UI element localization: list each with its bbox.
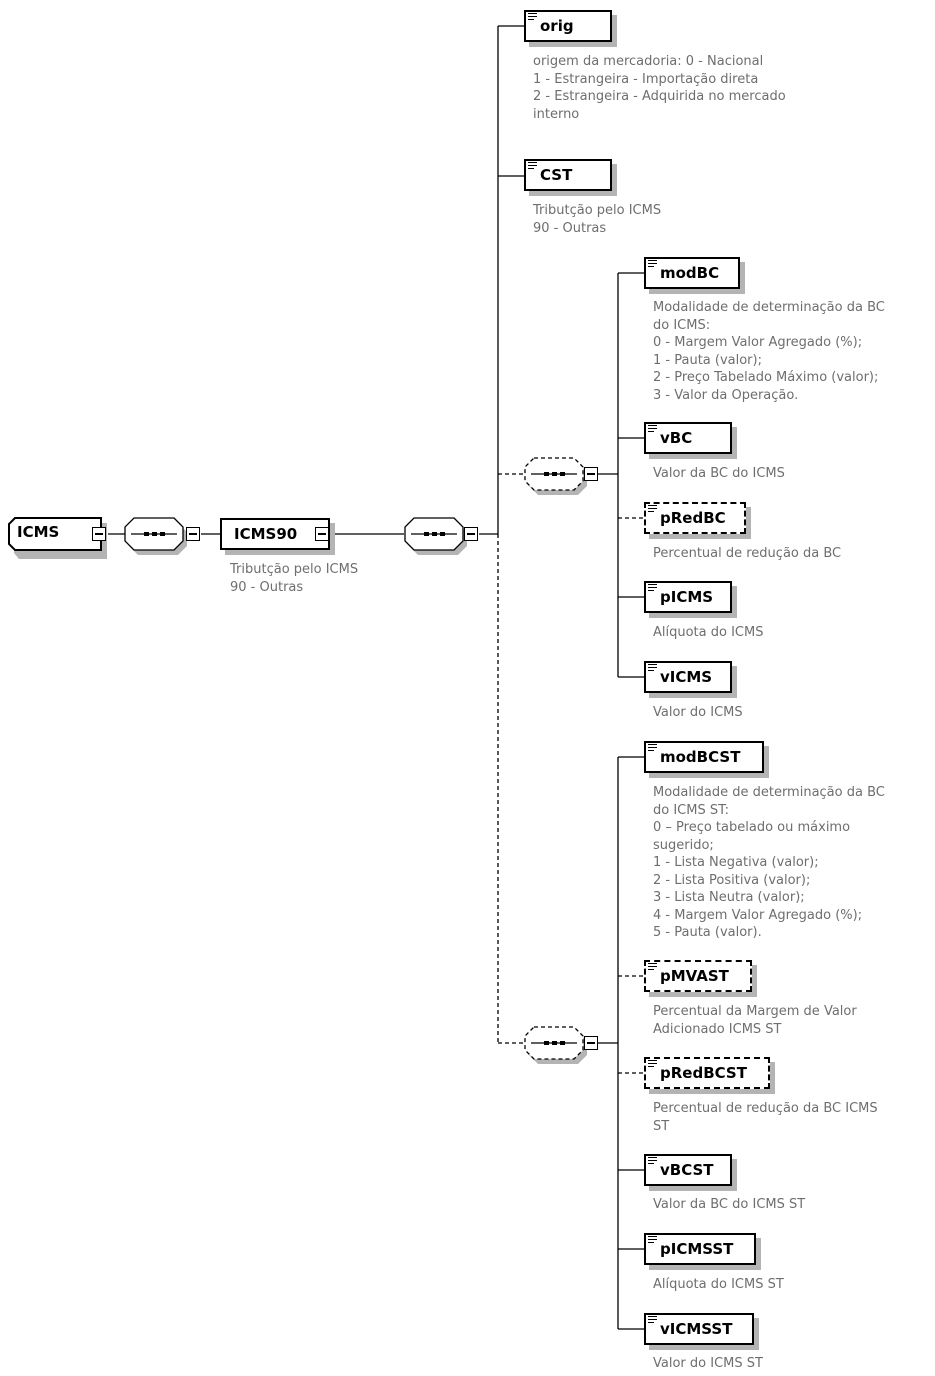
sequence-compositor-optional-1 (524, 457, 587, 495)
element-icon (648, 1236, 657, 1244)
root-element-label: ICMS (17, 523, 60, 541)
element-icon (648, 664, 657, 672)
element-icon (648, 584, 657, 592)
root-element-shape (8, 517, 107, 559)
element-icon (648, 260, 657, 268)
collapse-toggle-icms90[interactable] (315, 527, 329, 541)
element-cst-label: CST (540, 166, 573, 184)
sequence-compositor-1 (124, 517, 187, 555)
element-pmvast-description: Percentual da Margem de Valor Adicionado… (653, 1004, 857, 1037)
element-icon (648, 1157, 657, 1165)
collapse-toggle-sequence-optional-1[interactable] (584, 467, 598, 481)
collapse-toggle-sequence-1[interactable] (186, 527, 200, 541)
element-vicms-label: vICMS (660, 668, 713, 686)
collapse-toggle-sequence-2[interactable] (464, 527, 478, 541)
element-icon (648, 505, 657, 513)
element-vicms[interactable]: vICMS (644, 661, 732, 693)
element-icms90-label: ICMS90 (234, 525, 298, 543)
element-modbcst-label: modBCST (660, 748, 741, 766)
element-modbc[interactable]: modBC (644, 257, 740, 289)
element-picmsst-description: Alíquota do ICMS ST (653, 1277, 784, 1292)
element-icon (648, 963, 657, 971)
element-vicms-description: Valor do ICMS (653, 705, 743, 720)
element-vbc-description: Valor da BC do ICMS (653, 466, 785, 481)
element-icon (528, 13, 537, 21)
element-orig-label: orig (540, 17, 574, 35)
element-icon (648, 1060, 657, 1068)
element-icon (648, 1316, 657, 1324)
collapse-toggle-root[interactable] (92, 527, 106, 541)
element-predbcst-label: pRedBCST (660, 1064, 747, 1082)
element-icms90-description: Tributção pelo ICMS 90 - Outras (230, 562, 359, 595)
collapse-toggle-sequence-optional-2[interactable] (584, 1036, 598, 1050)
element-vicmsst-description: Valor do ICMS ST (653, 1356, 763, 1371)
element-picms-description: Alíquota do ICMS (653, 625, 764, 640)
element-orig-description: origem da mercadoria: 0 - Nacional 1 - E… (533, 54, 786, 122)
element-predbcst-description: Percentual de redução da BC ICMS ST (653, 1101, 878, 1134)
element-vbcst[interactable]: vBCST (644, 1154, 732, 1186)
element-predbcst[interactable]: pRedBCST (644, 1057, 770, 1089)
element-cst-description: Tributção pelo ICMS 90 - Outras (533, 203, 662, 236)
element-vicmsst[interactable]: vICMSST (644, 1313, 754, 1345)
element-icms90[interactable]: ICMS90 (220, 518, 330, 550)
element-pmvast-label: pMVAST (660, 967, 729, 985)
element-picmsst[interactable]: pICMSST (644, 1233, 756, 1265)
element-predbc[interactable]: pRedBC (644, 502, 746, 534)
element-icon (528, 162, 537, 170)
sequence-compositor-optional-2 (524, 1026, 587, 1064)
element-icon (648, 744, 657, 752)
element-modbcst[interactable]: modBCST (644, 741, 764, 773)
element-modbcst-description: Modalidade de determinação da BC do ICMS… (653, 785, 885, 940)
element-picms-label: pICMS (660, 588, 714, 606)
element-pmvast[interactable]: pMVAST (644, 960, 752, 992)
element-orig[interactable]: orig (524, 10, 612, 42)
element-vicmsst-label: vICMSST (660, 1320, 733, 1338)
element-vbcst-label: vBCST (660, 1161, 714, 1179)
element-icon (648, 425, 657, 433)
element-vbcst-description: Valor da BC do ICMS ST (653, 1197, 806, 1212)
element-vbc[interactable]: vBC (644, 422, 732, 454)
element-cst[interactable]: CST (524, 159, 612, 191)
element-picms[interactable]: pICMS (644, 581, 732, 613)
sequence-compositor-2 (404, 517, 467, 555)
element-picmsst-label: pICMSST (660, 1240, 734, 1258)
element-vbc-label: vBC (660, 429, 693, 447)
element-modbc-label: modBC (660, 264, 720, 282)
element-predbc-description: Percentual de redução da BC (653, 546, 842, 561)
element-modbc-description: Modalidade de determinação da BC do ICMS… (653, 300, 885, 403)
element-predbc-label: pRedBC (660, 509, 726, 527)
